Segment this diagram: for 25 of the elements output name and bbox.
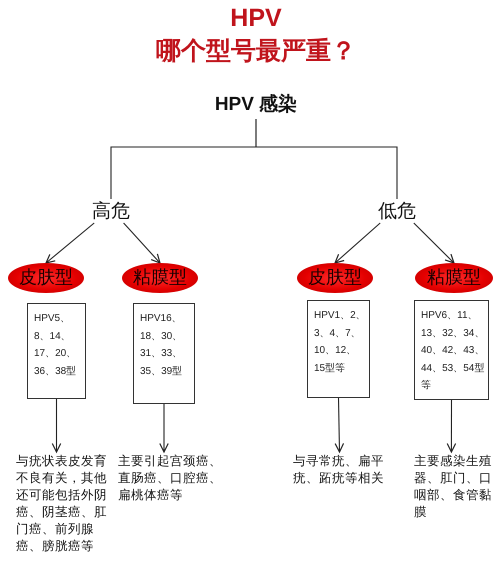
type-list-box: HPV5、8、14、17、20、36、38型	[27, 303, 86, 399]
arrow	[334, 398, 344, 453]
arrow	[159, 404, 169, 453]
branch-label: 高危	[90, 199, 132, 223]
arrow	[334, 222, 381, 264]
category-ellipse: 粘膜型	[122, 263, 198, 293]
category-ellipse: 皮肤型	[297, 263, 373, 293]
arrow	[45, 222, 95, 264]
arrow	[413, 222, 455, 264]
arrow	[52, 399, 62, 453]
category-ellipse: 粘膜型	[415, 263, 493, 293]
title: HPV 哪个型号最严重？	[155, 3, 357, 67]
root-label: HPV 感染	[209, 93, 303, 119]
description-text: 与疣状表皮发育不良有关，其他还可能包括外阴癌、阴茎癌、肛门癌、前列腺癌、膀胱癌等	[16, 452, 108, 558]
category-ellipse: 皮肤型	[8, 263, 84, 293]
description-text: 主要感染生殖器、肛门、口咽部、食管黏膜	[414, 452, 492, 524]
type-list-box: HPV6、11、13、32、34、40、42、43、44、53、54型等	[414, 300, 489, 400]
arrow	[123, 222, 161, 264]
type-list-box: HPV1、2、3、4、7、10、12、15型等	[307, 300, 370, 398]
connector-line	[255, 119, 398, 199]
type-list-box: HPV16、18、30、31、33、35、39型	[133, 303, 195, 404]
arrow	[446, 400, 456, 453]
description-text: 与寻常疣、扁平疣、跖疣等相关	[293, 452, 387, 488]
description-text: 主要引起宫颈癌、直肠癌、口腔癌、扁桃体癌等	[118, 452, 224, 506]
branch-label: 低危	[376, 199, 418, 223]
